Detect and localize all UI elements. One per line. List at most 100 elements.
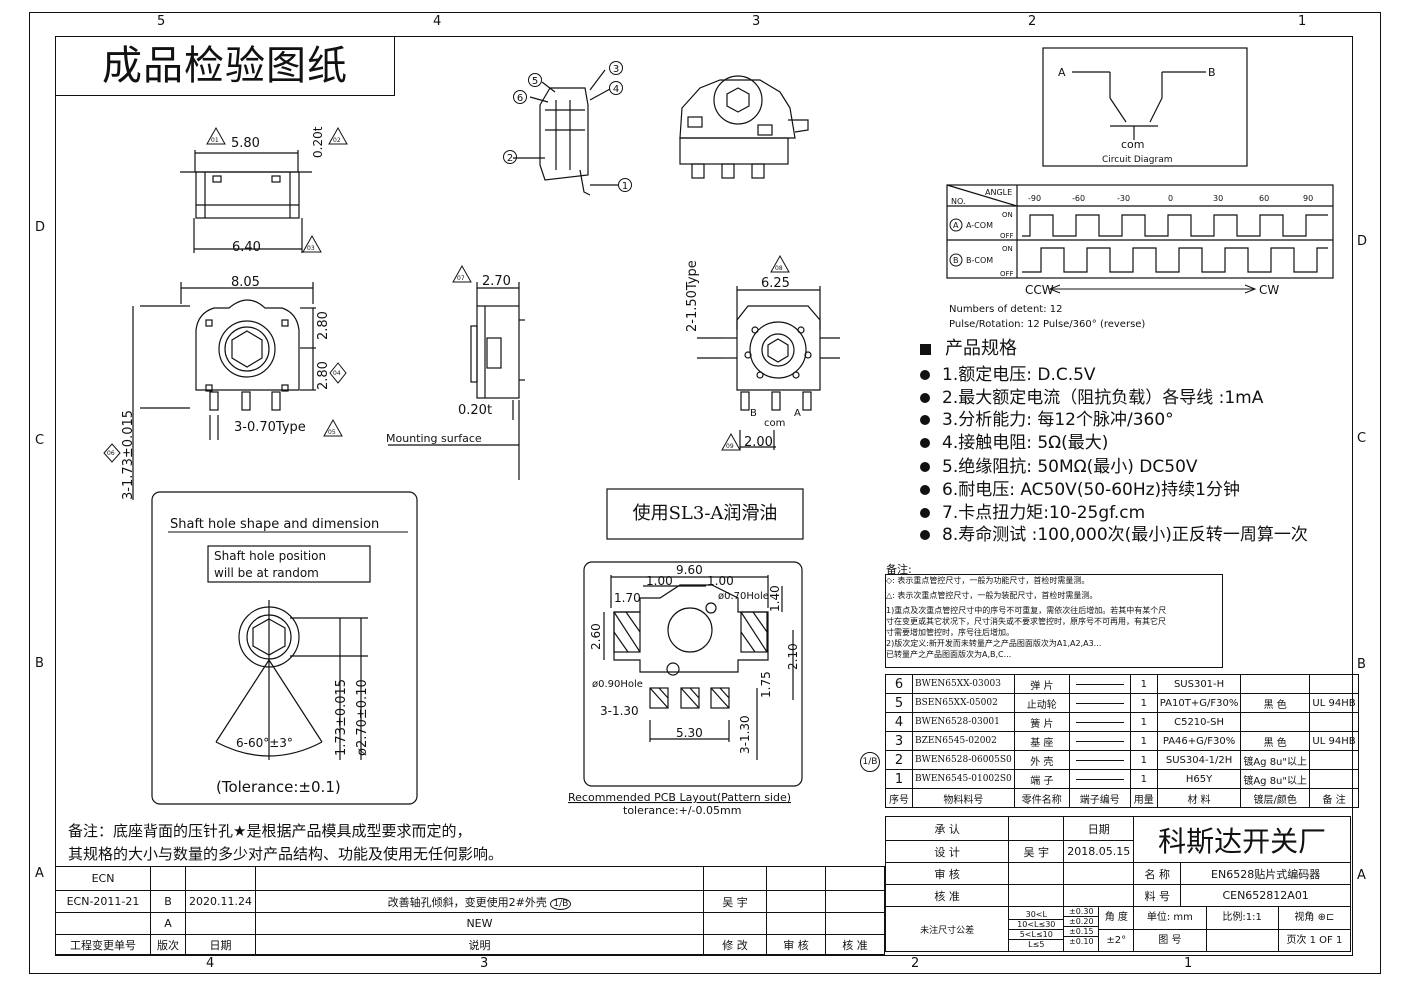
- bom-header-cell: 序号: [885, 788, 913, 808]
- bom-cell-std: UL 94HB: [1309, 731, 1359, 751]
- bom-header-row: 序号 物料料号 零件名称 端子编号 用量 材 料 镀层/颜色 备 注: [885, 788, 1359, 808]
- specs-heading-text: 产品规格: [945, 338, 1017, 359]
- pcb-hole2: ø0.90Hole: [592, 679, 643, 690]
- spec-text: 1.额定电压: D.C.5V: [942, 365, 1096, 385]
- shaft-note2: will be at random: [214, 566, 319, 580]
- dim-pin-len: 3-1.73±0.015: [121, 410, 136, 500]
- revision-row: A NEW: [55, 912, 885, 935]
- bom-cell-no: 1: [885, 769, 913, 789]
- bom-cell-color: 镀Ag 8u"以上: [1240, 750, 1310, 770]
- zone-left-C: C: [35, 433, 45, 448]
- pcb-figure: [583, 561, 803, 787]
- spec-item: 2.最大额定电流（阻抗负载）各导线 :1mA: [920, 383, 1263, 408]
- callout-circles: [503, 61, 963, 267]
- shaft-note1: Shaft hole position: [214, 549, 326, 563]
- timing-angle-1: -60: [1072, 194, 1085, 203]
- back-view: [697, 286, 840, 450]
- bom-header-cell: 物料料号: [912, 788, 1015, 808]
- pcb-b: 1.00: [707, 574, 734, 588]
- marker-03: 03: [307, 245, 315, 252]
- spec-item: 3.分析能力: 每12个脉冲/360°: [920, 405, 1174, 430]
- zone-top-3: 3: [752, 14, 761, 29]
- bom-cell-color: [1240, 712, 1310, 732]
- bottom-notes: 备注：底座背面的压针孔★是根据产品模具成型要求而定的， 其规格的大小与数量的多少…: [68, 820, 503, 866]
- timing-angle-3: 0: [1168, 194, 1173, 203]
- shaft-tolerance: (Tolerance:±0.1): [216, 778, 341, 796]
- timing-chart: [946, 184, 1334, 279]
- pcb-a: 1.00: [646, 574, 673, 588]
- dimension-texts: 5.80 0.20t 6.40 8.05 2.80 2.80 3-0.70Typ…: [121, 126, 801, 500]
- bom-cell-code: BWEN6528-03001: [912, 712, 1015, 732]
- zone-left-D: D: [35, 220, 46, 235]
- timing-row-a: A-COM: [966, 221, 993, 230]
- back-com: com: [764, 418, 785, 429]
- bom-cell-terminal: [1068, 693, 1131, 713]
- timing-row-b: B-COM: [966, 256, 993, 265]
- rotation-arrow: [1048, 284, 1257, 294]
- dim-side-w: 2.70: [482, 274, 511, 289]
- shaft-texts: Shaft hole shape and dimension Shaft hol…: [170, 517, 379, 796]
- waveform-b: [1022, 247, 1328, 273]
- pcb-c: 1.70: [614, 591, 641, 605]
- pcb-pads: 3-1.30: [600, 704, 639, 718]
- projection-icon: ⊕⊏: [1317, 912, 1335, 923]
- bom-cell-no: 4: [885, 712, 913, 732]
- marker-07: 07: [457, 275, 465, 282]
- shaft-angle: 6-60°±3°: [236, 736, 293, 750]
- bom-cell-mat: PA10T+G/F30%: [1156, 693, 1242, 713]
- bom-cell-mat: SUS304-1/2H: [1156, 750, 1242, 770]
- bom-cell-mat: H65Y: [1156, 769, 1242, 789]
- inner-border: [55, 36, 1353, 956]
- zone-bottom-2: 2: [911, 956, 920, 971]
- dim-pin-pitch: 3-0.70Type: [234, 420, 306, 435]
- front-view: [132, 282, 316, 500]
- spec-item: 8.寿命测试 :100,000次(最小)正反转一周算一次: [920, 520, 1308, 545]
- circuit-b: B: [1208, 66, 1216, 79]
- bottom-note-line: 备注：底座背面的压针孔★是根据产品模具成型要求而定的，: [68, 822, 472, 840]
- timing-b-no: B: [953, 256, 959, 265]
- bullet-icon: [920, 370, 930, 380]
- spec-item: 4.接触电阻: 5Ω(最大): [920, 428, 1108, 453]
- bom-cell-mat: SUS301-H: [1156, 674, 1242, 694]
- spec-text: 6.耐电压: AC50V(50-60Hz)持续1分钟: [942, 480, 1240, 500]
- dim-top-width: 5.80: [231, 136, 260, 151]
- shaft-figure: [151, 491, 418, 805]
- timing-ccw: CCW: [1025, 283, 1054, 297]
- notes-title: 备注:: [886, 563, 912, 576]
- bom-cell-name: 外 壳: [1013, 750, 1070, 770]
- circuit-a: A: [1058, 66, 1066, 79]
- spec-item: 1.额定电压: D.C.5V: [920, 360, 1096, 385]
- marker-01: 01: [211, 137, 219, 144]
- zone-right-D: D: [1357, 234, 1368, 249]
- bom-cell-code: BWEN6545-01002S0: [912, 769, 1015, 789]
- circuit-com: com: [1121, 138, 1145, 151]
- bom-cell-code: BWEN6528-06005S0: [912, 750, 1015, 770]
- company-name: 科斯达开关厂: [1133, 816, 1351, 863]
- diamond-icon: ◇: [886, 576, 893, 585]
- timing-no: NO.: [951, 197, 966, 206]
- dim-back-h: 2-1.50Type: [685, 260, 700, 332]
- bom-cell-std: [1309, 769, 1359, 789]
- shaft-d1: 1.73±0.015: [334, 679, 349, 756]
- marker-08: 08: [775, 265, 783, 272]
- note-line: 1)重点及次重点管控尺寸中的序号不可重复，需依次往后增加。若其中有某个尺: [886, 606, 1167, 615]
- bom-cell-color: [1240, 674, 1310, 694]
- bullet-icon: [920, 485, 930, 495]
- pcb-texts: 9.60 1.00 1.00 1.70 ø0.70Hole 1.40 2.60 …: [568, 563, 800, 817]
- bom-cell-qty: 1: [1129, 712, 1158, 732]
- timing-a-on: ON: [1002, 211, 1013, 219]
- bom-cell-name: 弹 片: [1013, 674, 1070, 694]
- note-line: 2)版次定义:新开发而未转量产之产品图面版次为A1,A2,A3...: [886, 639, 1102, 648]
- timing-angle-0: -90: [1028, 194, 1041, 203]
- bom-cell-code: BZEN6545-02002: [912, 731, 1015, 751]
- zone-right-B: B: [1357, 657, 1366, 672]
- zone-right-A: A: [1357, 868, 1366, 883]
- timing-angle-4: 30: [1213, 194, 1223, 203]
- dim-front-h1: 2.80: [316, 311, 331, 340]
